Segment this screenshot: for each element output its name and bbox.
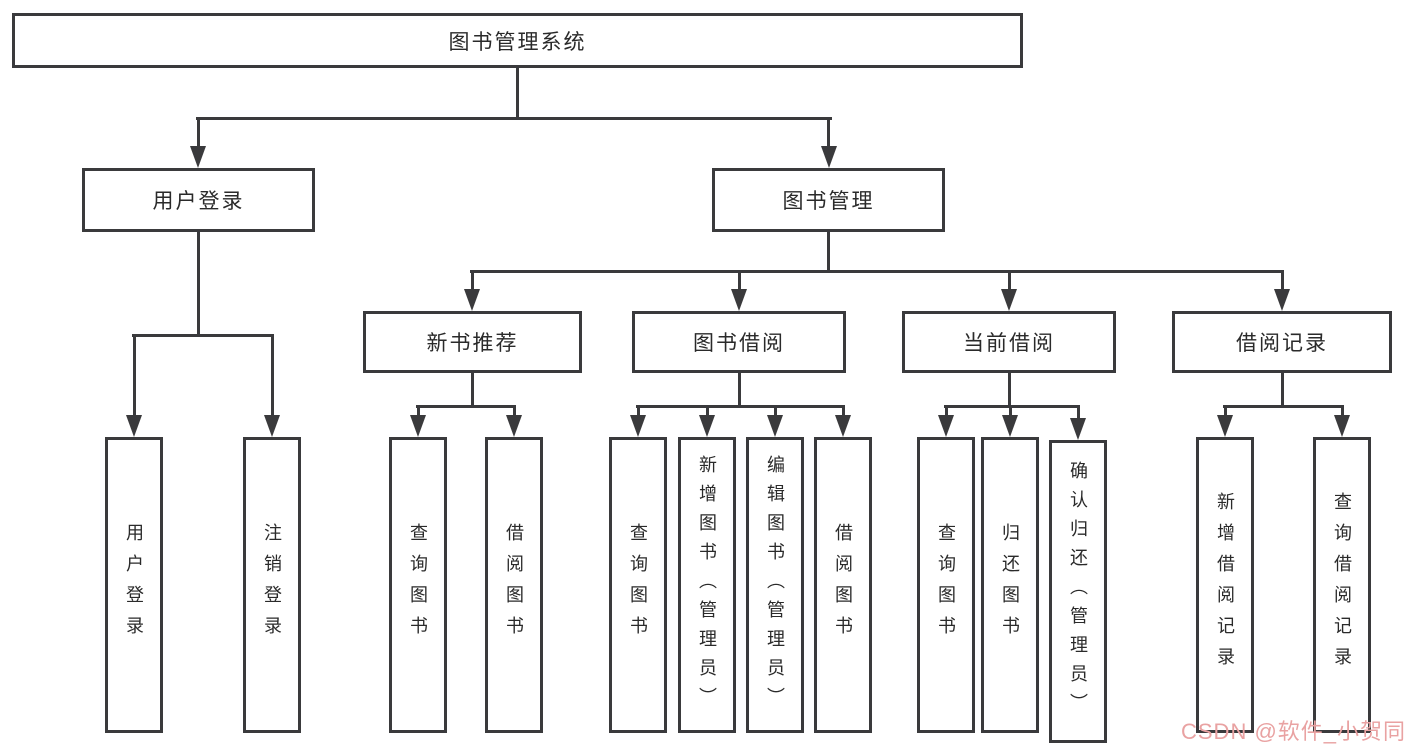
node-book-management: 图书管理 xyxy=(712,168,945,232)
arrowhead xyxy=(1002,415,1018,437)
connector-line xyxy=(738,373,741,407)
arrowhead xyxy=(835,415,851,437)
leaf-add-borrow-record-label: 新增借阅记录 xyxy=(1215,492,1235,678)
connector-line xyxy=(197,232,200,336)
leaf-query-borrow-record-label: 查询借阅记录 xyxy=(1332,492,1352,678)
csdn-watermark: CSDN @软件_小贺同学 xyxy=(1181,719,1405,744)
arrowhead xyxy=(731,289,747,311)
connector-line xyxy=(1224,405,1227,417)
connector-line xyxy=(516,68,519,120)
connector-line xyxy=(471,270,474,291)
leaf-user-login: 用户登录 xyxy=(105,437,163,733)
node-current-borrow-label: 当前借阅 xyxy=(963,332,1055,355)
leaf-borrow-books-1: 借阅图书 xyxy=(485,437,543,733)
connector-line xyxy=(706,405,709,417)
connector-line xyxy=(944,405,1080,408)
leaf-logout: 注销登录 xyxy=(243,437,301,733)
connector-line xyxy=(1223,405,1344,408)
leaf-query-borrow-record: 查询借阅记录 xyxy=(1313,437,1371,733)
leaf-borrow-books-1-label: 借阅图书 xyxy=(504,523,524,647)
leaf-borrow-books-2: 借阅图书 xyxy=(814,437,872,733)
connector-line xyxy=(1281,270,1284,291)
connector-line xyxy=(842,405,845,417)
connector-line xyxy=(636,405,845,408)
connector-line xyxy=(133,334,136,417)
connector-line xyxy=(132,334,274,337)
node-user-login-label: 用户登录 xyxy=(152,190,245,213)
connector-line xyxy=(471,373,474,407)
arrowhead xyxy=(410,415,426,437)
node-current-borrow: 当前借阅 xyxy=(902,311,1116,373)
leaf-query-books-3-label: 查询图书 xyxy=(936,523,956,647)
node-book-borrow: 图书借阅 xyxy=(632,311,846,373)
connector-line xyxy=(827,232,830,272)
arrowhead xyxy=(1334,415,1350,437)
connector-line xyxy=(197,117,200,148)
connector-line xyxy=(1341,405,1344,417)
node-root-label: 图书管理系统 xyxy=(448,30,587,54)
connector-line xyxy=(945,405,948,417)
connector-line xyxy=(1009,405,1012,417)
connector-line xyxy=(827,117,830,148)
leaf-query-books-2: 查询图书 xyxy=(609,437,667,733)
leaf-user-login-label: 用户登录 xyxy=(124,523,144,647)
node-new-book-recommend-label: 新书推荐 xyxy=(426,332,519,355)
leaf-return-books: 归还图书 xyxy=(981,437,1039,733)
leaf-query-books-1: 查询图书 xyxy=(389,437,447,733)
connector-line xyxy=(470,270,1284,273)
arrowhead xyxy=(938,415,954,437)
leaf-query-books-3: 查询图书 xyxy=(917,437,975,733)
arrowhead xyxy=(126,415,142,437)
arrowhead xyxy=(264,415,280,437)
leaf-edit-books-admin-label: 编辑图书（管理员） xyxy=(765,454,785,716)
leaf-query-books-1-label: 查询图书 xyxy=(408,523,428,647)
leaf-confirm-return-admin: 确认归还（管理员） xyxy=(1049,440,1107,743)
leaf-query-books-2-label: 查询图书 xyxy=(628,523,648,647)
leaf-return-books-label: 归还图书 xyxy=(1000,523,1020,647)
connector-line xyxy=(416,405,516,408)
connector-line xyxy=(1077,405,1080,420)
arrowhead xyxy=(1001,289,1017,311)
connector-line xyxy=(738,270,741,291)
leaf-logout-label: 注销登录 xyxy=(262,523,282,647)
leaf-add-books-admin: 新增图书（管理员） xyxy=(678,437,736,733)
node-user-login: 用户登录 xyxy=(82,168,315,232)
arrowhead xyxy=(1217,415,1233,437)
leaf-add-books-admin-label: 新增图书（管理员） xyxy=(697,454,717,716)
connector-line xyxy=(1008,373,1011,407)
arrowhead xyxy=(1070,418,1086,440)
node-new-book-recommend: 新书推荐 xyxy=(363,311,582,373)
leaf-edit-books-admin: 编辑图书（管理员） xyxy=(746,437,804,733)
connector-line xyxy=(1281,373,1284,407)
connector-line xyxy=(774,405,777,417)
arrowhead xyxy=(767,415,783,437)
arrowhead xyxy=(699,415,715,437)
node-borrow-records: 借阅记录 xyxy=(1172,311,1392,373)
leaf-borrow-books-2-label: 借阅图书 xyxy=(833,523,853,647)
arrowhead xyxy=(1274,289,1290,311)
leaf-confirm-return-admin-label: 确认归还（管理员） xyxy=(1068,461,1088,722)
arrowhead xyxy=(630,415,646,437)
node-book-management-label: 图书管理 xyxy=(782,190,875,213)
connector-line xyxy=(196,117,832,120)
node-borrow-records-label: 借阅记录 xyxy=(1236,332,1328,355)
connector-line xyxy=(637,405,640,417)
arrowhead xyxy=(506,415,522,437)
arrowhead xyxy=(821,146,837,168)
node-book-borrow-label: 图书借阅 xyxy=(693,332,785,355)
leaf-add-borrow-record: 新增借阅记录 xyxy=(1196,437,1254,733)
arrowhead xyxy=(464,289,480,311)
arrowhead xyxy=(190,146,206,168)
connector-line xyxy=(417,405,420,417)
connector-line xyxy=(1008,270,1011,291)
connector-line xyxy=(513,405,516,417)
node-root: 图书管理系统 xyxy=(12,13,1023,68)
connector-line xyxy=(271,334,274,417)
